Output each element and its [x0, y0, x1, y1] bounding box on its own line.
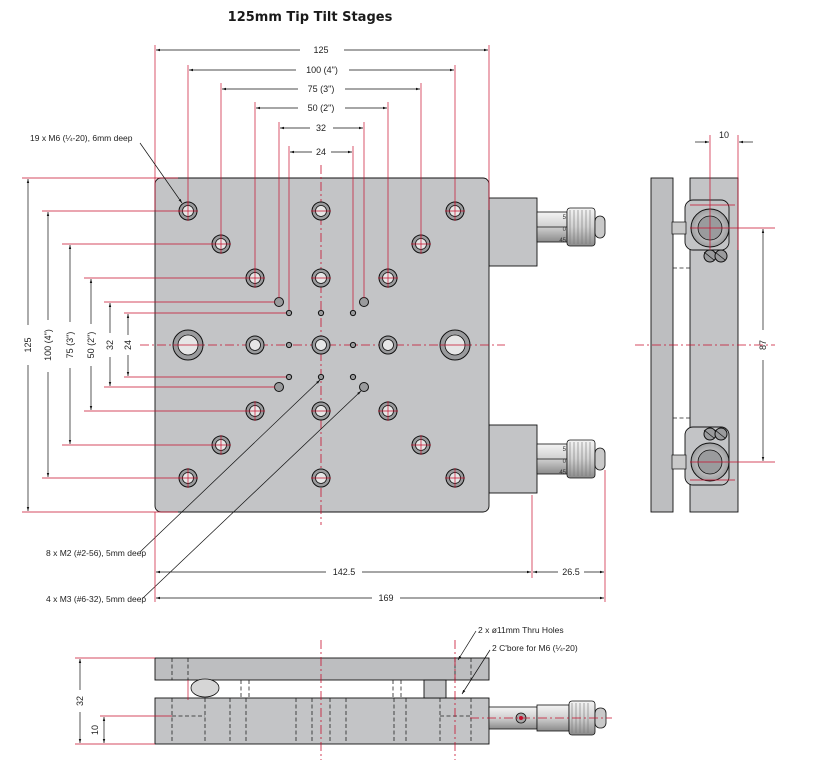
micrometer-scale-45: 45 [559, 470, 566, 476]
front-extension-lines [75, 657, 189, 745]
side-view: 10 87 [635, 130, 775, 513]
micrometer-scale-5: 5 [563, 447, 567, 453]
dim-top-125: 125 [313, 45, 328, 55]
dim-142-5: 142.5 [333, 567, 356, 577]
dim-side-87: 87 [758, 340, 768, 350]
dim-26-5: 26.5 [562, 567, 580, 577]
top-view: 5 0 45 5 0 45 [22, 45, 606, 604]
side-dimension-lines [695, 140, 765, 461]
front-top-plate [154, 657, 490, 681]
bottom-dimension-lines [156, 570, 604, 600]
dim-top-50: 50 (2") [308, 103, 335, 113]
front-spacer [423, 679, 447, 699]
leader-m3 [142, 390, 362, 599]
dim-front-10: 10 [90, 725, 100, 735]
micrometer-top: 5 0 45 [536, 207, 606, 247]
dim-left-125: 125 [23, 337, 33, 352]
hole-center-marks [173, 201, 470, 488]
dim-169: 169 [378, 593, 393, 603]
top-dimension-lines [156, 48, 488, 154]
dim-left-50: 50 (2") [86, 332, 96, 359]
micrometer-housing-bottom [488, 424, 538, 494]
dim-top-75: 75 (3") [308, 84, 335, 94]
callout-m3-holes: 4 x M3 (#6-32), 5mm deep [46, 594, 146, 604]
dim-top-100: 100 (4") [306, 65, 338, 75]
front-hidden-lines [171, 658, 472, 744]
side-adjuster-bottom [671, 426, 730, 486]
leader-m2 [139, 379, 321, 553]
dim-left-24: 24 [123, 340, 133, 350]
callout-m2-holes: 8 x M2 (#2-56), 5mm deep [46, 548, 146, 558]
dim-side-10: 10 [719, 130, 729, 140]
dim-front-32: 32 [75, 696, 85, 706]
micrometer-scale-0: 0 [563, 459, 567, 465]
dim-left-32: 32 [105, 340, 115, 350]
dim-left-75: 75 (3") [65, 332, 75, 359]
side-extension-lines [690, 135, 775, 481]
micrometer-scale-5: 5 [563, 215, 567, 221]
top-extension-lines [154, 45, 490, 310]
micrometer-scale-45: 45 [559, 238, 566, 244]
micrometer-housing-top [488, 197, 538, 267]
left-dimension-lines [26, 179, 130, 511]
callout-m6-holes: 19 x M6 (¼-20), 6mm deep [30, 133, 133, 143]
callout-thru-holes: 2 x ø11mm Thru Holes [478, 625, 564, 635]
m2-hole-pattern [285, 309, 357, 381]
micrometer-scale-0: 0 [563, 227, 567, 233]
leader-thru-holes [457, 630, 477, 661]
left-extension-lines [22, 177, 286, 513]
front-dimension-lines [78, 659, 106, 743]
page-title: 125mm Tip Tilt Stages [228, 10, 393, 25]
callout-cbore: 2 C'bore for M6 (¼-20) [492, 643, 578, 653]
front-base-plate [154, 697, 490, 745]
micrometer-bottom: 5 0 45 [536, 439, 606, 479]
front-view: 32 10 2 x ø11mm Thru Holes 2 C'bore for … [75, 625, 612, 760]
leader-cbore [461, 649, 491, 695]
dim-top-24: 24 [316, 147, 326, 157]
bottom-extension-lines [154, 470, 606, 602]
dim-left-100: 100 (4") [43, 329, 53, 361]
front-micrometer [488, 700, 607, 736]
dim-top-32: 32 [316, 123, 326, 133]
leader-m6 [139, 142, 183, 204]
